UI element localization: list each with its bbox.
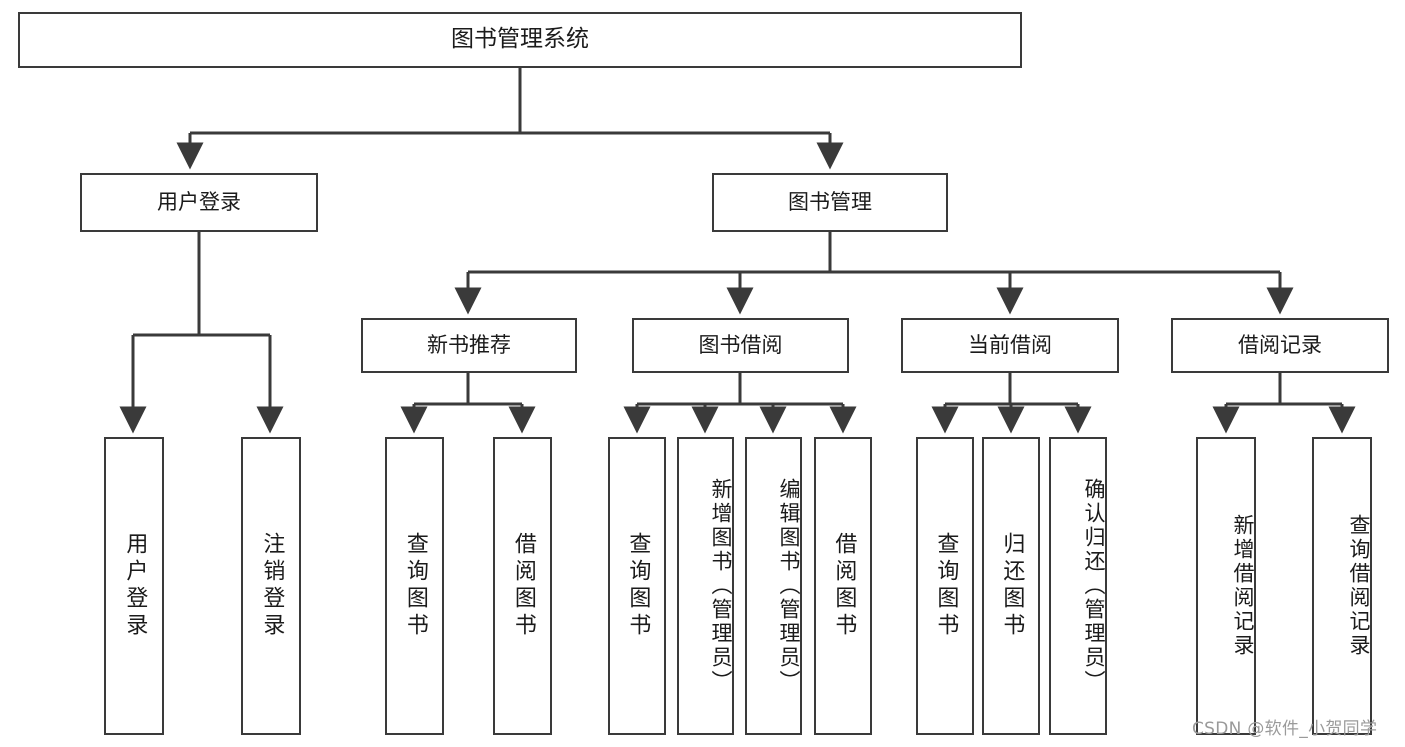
leaf-current-borrow-query[interactable]: 查询图书 — [916, 437, 974, 735]
leaf-book-borrow-borrow[interactable]: 借阅图书 — [814, 437, 872, 735]
node-borrow-record[interactable]: 借阅记录 — [1171, 318, 1389, 373]
leaf-borrow-record-add[interactable]: 新增借阅记录 — [1196, 437, 1256, 735]
node-root-system[interactable]: 图书管理系统 — [18, 12, 1022, 68]
leaf-user-login-logout[interactable]: 注销登录 — [241, 437, 301, 735]
node-user-login[interactable]: 用户登录 — [80, 173, 318, 232]
leaf-user-login-login[interactable]: 用户登录 — [104, 437, 164, 735]
leaf-new-book-borrow[interactable]: 借阅图书 — [493, 437, 552, 735]
watermark-text: CSDN @软件_小贺同学 — [1192, 719, 1378, 739]
leaf-borrow-record-query[interactable]: 查询借阅记录 — [1312, 437, 1372, 735]
leaf-book-borrow-add-admin[interactable]: 新增图书（管理员） — [677, 437, 734, 735]
leaf-current-borrow-confirm-admin[interactable]: 确认归还（管理员） — [1049, 437, 1107, 735]
leaf-book-borrow-query[interactable]: 查询图书 — [608, 437, 666, 735]
node-current-borrow[interactable]: 当前借阅 — [901, 318, 1119, 373]
leaf-book-borrow-edit-admin[interactable]: 编辑图书（管理员） — [745, 437, 802, 735]
node-book-borrow[interactable]: 图书借阅 — [632, 318, 849, 373]
leaf-new-book-query[interactable]: 查询图书 — [385, 437, 444, 735]
leaf-current-borrow-return[interactable]: 归还图书 — [982, 437, 1040, 735]
node-book-management[interactable]: 图书管理 — [712, 173, 948, 232]
node-new-book-recommend[interactable]: 新书推荐 — [361, 318, 577, 373]
